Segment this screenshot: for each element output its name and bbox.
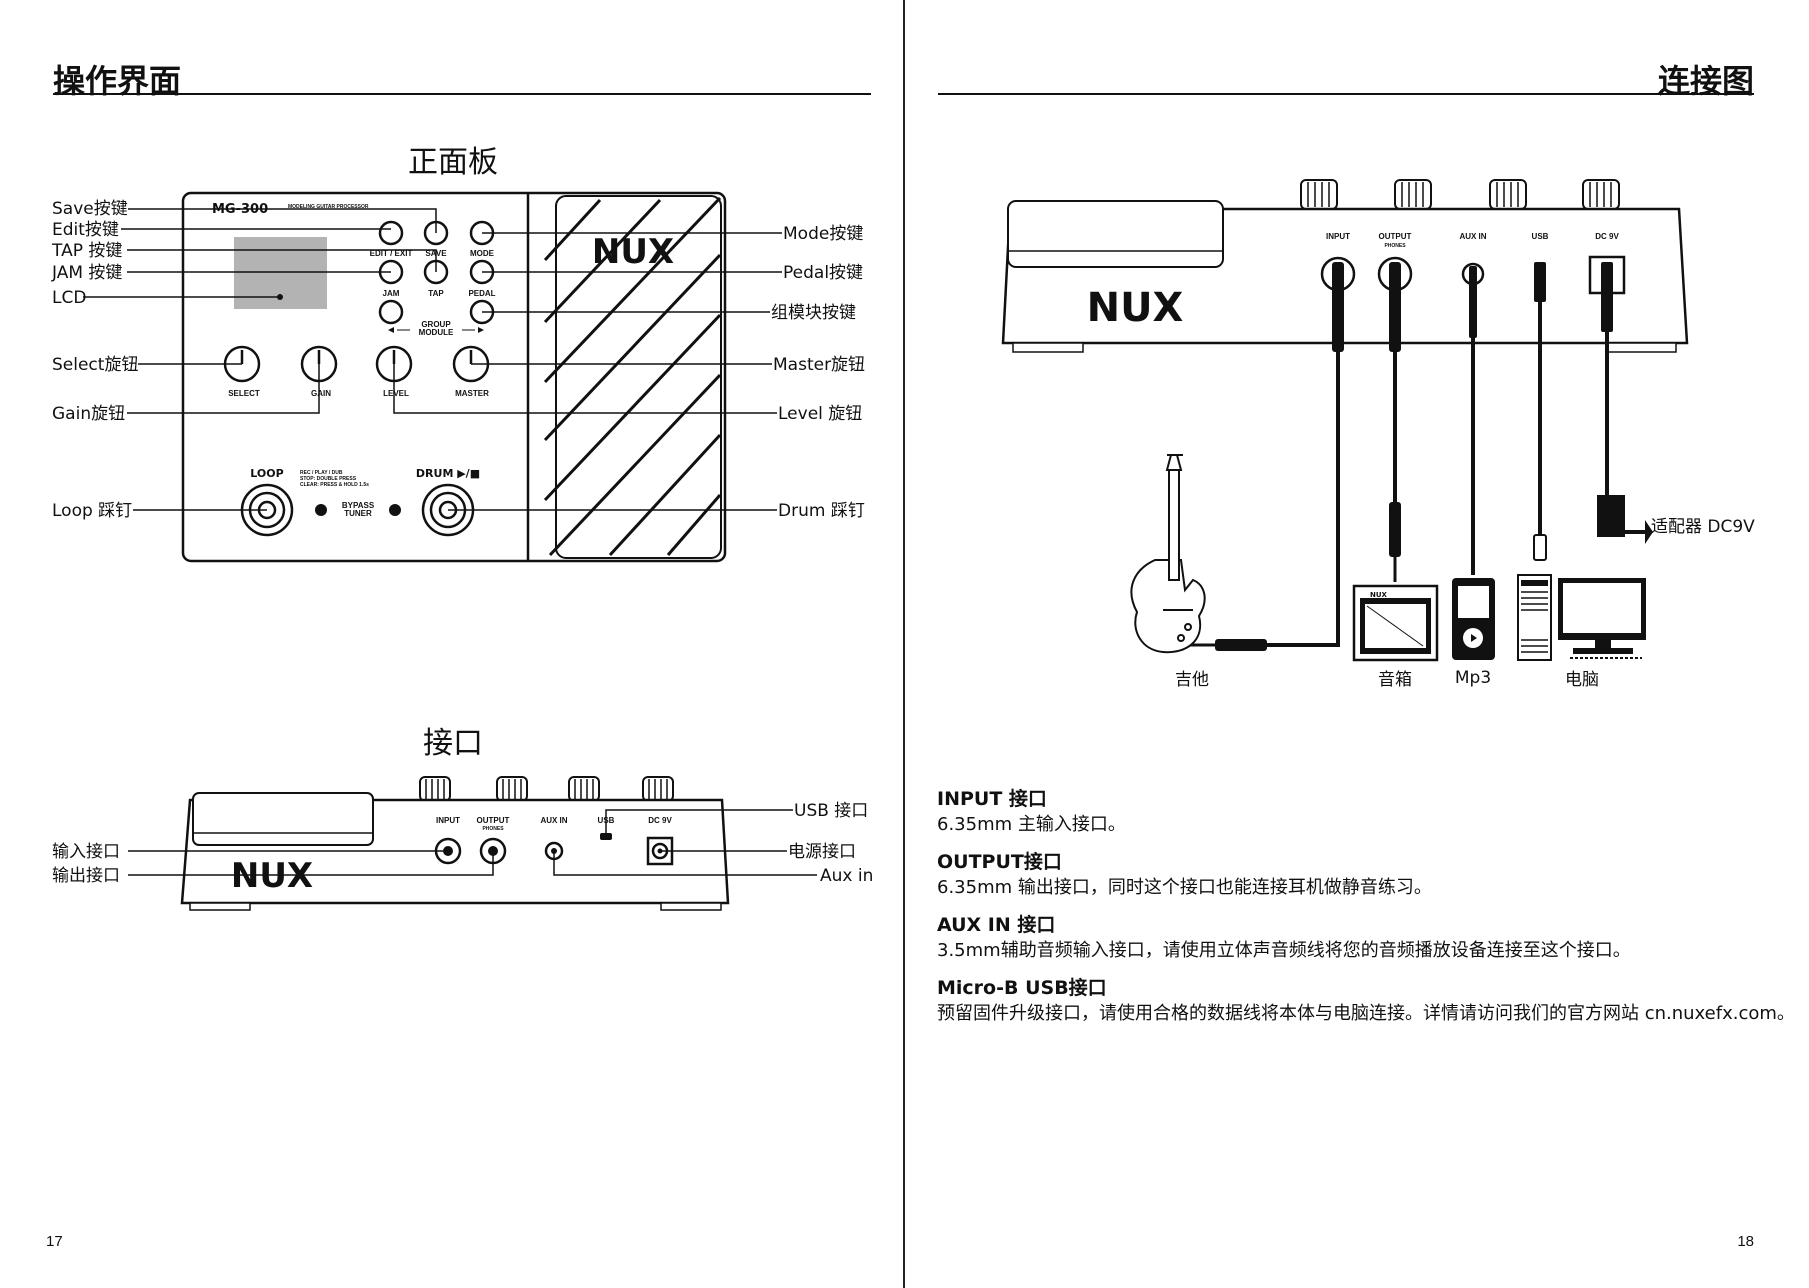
edit-exit-button[interactable]: [378, 220, 404, 246]
group-label: GROUP: [421, 320, 451, 329]
rear-output-label: OUTPUT: [477, 816, 510, 825]
callout-level: Level 旋钮: [778, 404, 862, 424]
device-amp-label: 音箱: [1378, 670, 1412, 690]
pedal-brand: NUX: [592, 232, 674, 272]
spec-input-title: INPUT 接口: [937, 788, 1047, 810]
phones-label: PHONES: [1384, 243, 1406, 249]
right-page: 连接图 NUX INPUT OUTPUT PHONES AUX IN USB D…: [905, 0, 1809, 1288]
spec-output: OUTPUT接口 6.35mm 输出接口，同时这个接口也能连接耳机做静音练习。: [937, 847, 1797, 900]
amp-icon: NUX: [1352, 584, 1439, 662]
spec-aux-title: AUX IN 接口: [937, 914, 1056, 936]
jam-label: JAM: [383, 289, 400, 298]
spec-usb: Micro-B USB接口 预留固件升级接口，请使用合格的数据线将本体与电脑连接…: [937, 973, 1797, 1026]
spec-aux-text: 3.5mm辅助音频输入接口，请使用立体声音频线将您的音频播放设备连接至这个接口。: [937, 940, 1631, 961]
connection-diagram: NUX INPUT OUTPUT PHONES AUX IN USB DC 9V: [1001, 179, 1755, 690]
spec-output-text: 6.35mm 输出接口，同时这个接口也能连接耳机做静音练习。: [937, 877, 1432, 898]
gain-knob-label: GAIN: [311, 389, 331, 398]
level-knob-label: LEVEL: [383, 389, 409, 398]
rear-brand: NUX: [231, 856, 313, 896]
title-rule: [938, 93, 1754, 95]
computer-icon: [1517, 574, 1646, 661]
drum-label: DRUM ▶/■: [416, 467, 480, 480]
spec-aux-in: AUX IN 接口 3.5mm辅助音频输入接口，请使用立体声音频线将您的音频播放…: [937, 910, 1797, 963]
pedal-label: PEDAL: [468, 289, 495, 298]
expression-pedal: [555, 195, 722, 559]
group-down-button[interactable]: [378, 299, 404, 325]
model-subtitle: MODELING GUITAR PROCESSOR: [288, 204, 369, 210]
device-brand: NUX: [1087, 285, 1184, 331]
adapter-label: 适配器 DC9V: [1651, 517, 1755, 537]
mode-label: MODE: [470, 249, 495, 258]
dc-label: DC 9V: [1595, 232, 1619, 241]
guitar-icon: [1130, 454, 1206, 654]
loop-info-3: CLEAR: PRESS & HOLD 1.5s: [300, 482, 369, 488]
callout-tap: TAP 按键: [51, 241, 122, 261]
input-label: INPUT: [1326, 232, 1350, 241]
device-guitar-label: 吉他: [1175, 670, 1209, 690]
rear-phones-label: PHONES: [482, 826, 504, 832]
callout-jam: JAM 按键: [51, 263, 122, 283]
usb-plug: [1534, 262, 1546, 302]
callout-master: Master旋钮: [773, 355, 865, 375]
spec-input: INPUT 接口 6.35mm 主输入接口。: [937, 784, 1797, 837]
tuner-label: TUNER: [344, 509, 372, 518]
callout-group-module: 组模块按键: [771, 303, 856, 323]
output-label: OUTPUT: [1379, 232, 1412, 241]
ports-heading: 接口: [423, 726, 483, 761]
callout-aux-in: Aux in: [820, 866, 873, 886]
callout-drum: Drum 踩钉: [778, 501, 865, 521]
rear-panel-diagram: NUX INPUT OUTPUT PHONES AUX IN USB DC 9V: [52, 776, 873, 911]
title-rule: [53, 93, 871, 95]
callout-pedal: Pedal按键: [783, 263, 863, 283]
rear-dc-label: DC 9V: [648, 816, 672, 825]
callout-power-port: 电源接口: [788, 842, 856, 862]
rear-aux-label: AUX IN: [540, 816, 567, 825]
callout-mode: Mode按键: [783, 224, 863, 244]
usb-label: USB: [1532, 232, 1549, 241]
callout-output-port: 输出接口: [52, 866, 120, 886]
device-mp3-label: Mp3: [1455, 668, 1491, 688]
front-panel-diagram: NUX MG-300 MODELING GUITAR PROCESSOR EDI…: [51, 191, 873, 911]
pedal-stripes: [543, 196, 722, 557]
rear-input-label: INPUT: [436, 816, 460, 825]
loop-info-1: REC / PLAY / DUB: [300, 470, 343, 476]
front-panel-heading: 正面板: [408, 145, 498, 180]
rear-usb-port[interactable]: [600, 833, 612, 840]
callout-lcd: LCD: [52, 288, 86, 308]
callout-save: Save按键: [52, 199, 128, 219]
spec-usb-title: Micro-B USB接口: [937, 977, 1107, 999]
callout-input-port: 输入接口: [52, 842, 120, 862]
loop-label: LOOP: [250, 467, 283, 480]
spec-usb-text: 预留固件升级接口，请使用合格的数据线将本体与电脑连接。详情请访问我们的官方网站 …: [937, 1003, 1795, 1024]
callout-select: Select旋钮: [52, 355, 138, 375]
device-pc-label: 电脑: [1565, 670, 1599, 690]
callout-usb-port: USB 接口: [794, 801, 868, 821]
edit-exit-label: EDIT / EXIT: [370, 249, 413, 258]
callout-gain: Gain旋钮: [52, 404, 125, 424]
bypass-label: BYPASS: [342, 501, 375, 510]
page-number: 18: [1737, 1233, 1754, 1250]
select-knob-label: SELECT: [228, 389, 260, 398]
module-label: MODULE: [419, 328, 454, 337]
callout-loop: Loop 踩钉: [52, 501, 132, 521]
master-knob-label: MASTER: [455, 389, 489, 398]
spec-output-title: OUTPUT接口: [937, 851, 1062, 873]
amp-brand: NUX: [1370, 591, 1388, 599]
left-page: 操作界面 正面板 接口 NUX MG-300 MODELING GUITAR P…: [0, 0, 903, 1288]
spec-input-text: 6.35mm 主输入接口。: [937, 814, 1126, 835]
page-spine: [903, 0, 905, 1288]
loop-info-2: STOP: DOUBLE PRESS: [300, 476, 357, 482]
page-number: 17: [46, 1233, 63, 1250]
aux-label: AUX IN: [1459, 232, 1486, 241]
power-adapter: [1597, 495, 1653, 544]
mp3-player-icon: [1452, 578, 1495, 660]
callout-edit: Edit按键: [52, 220, 119, 240]
tap-label: TAP: [428, 289, 444, 298]
